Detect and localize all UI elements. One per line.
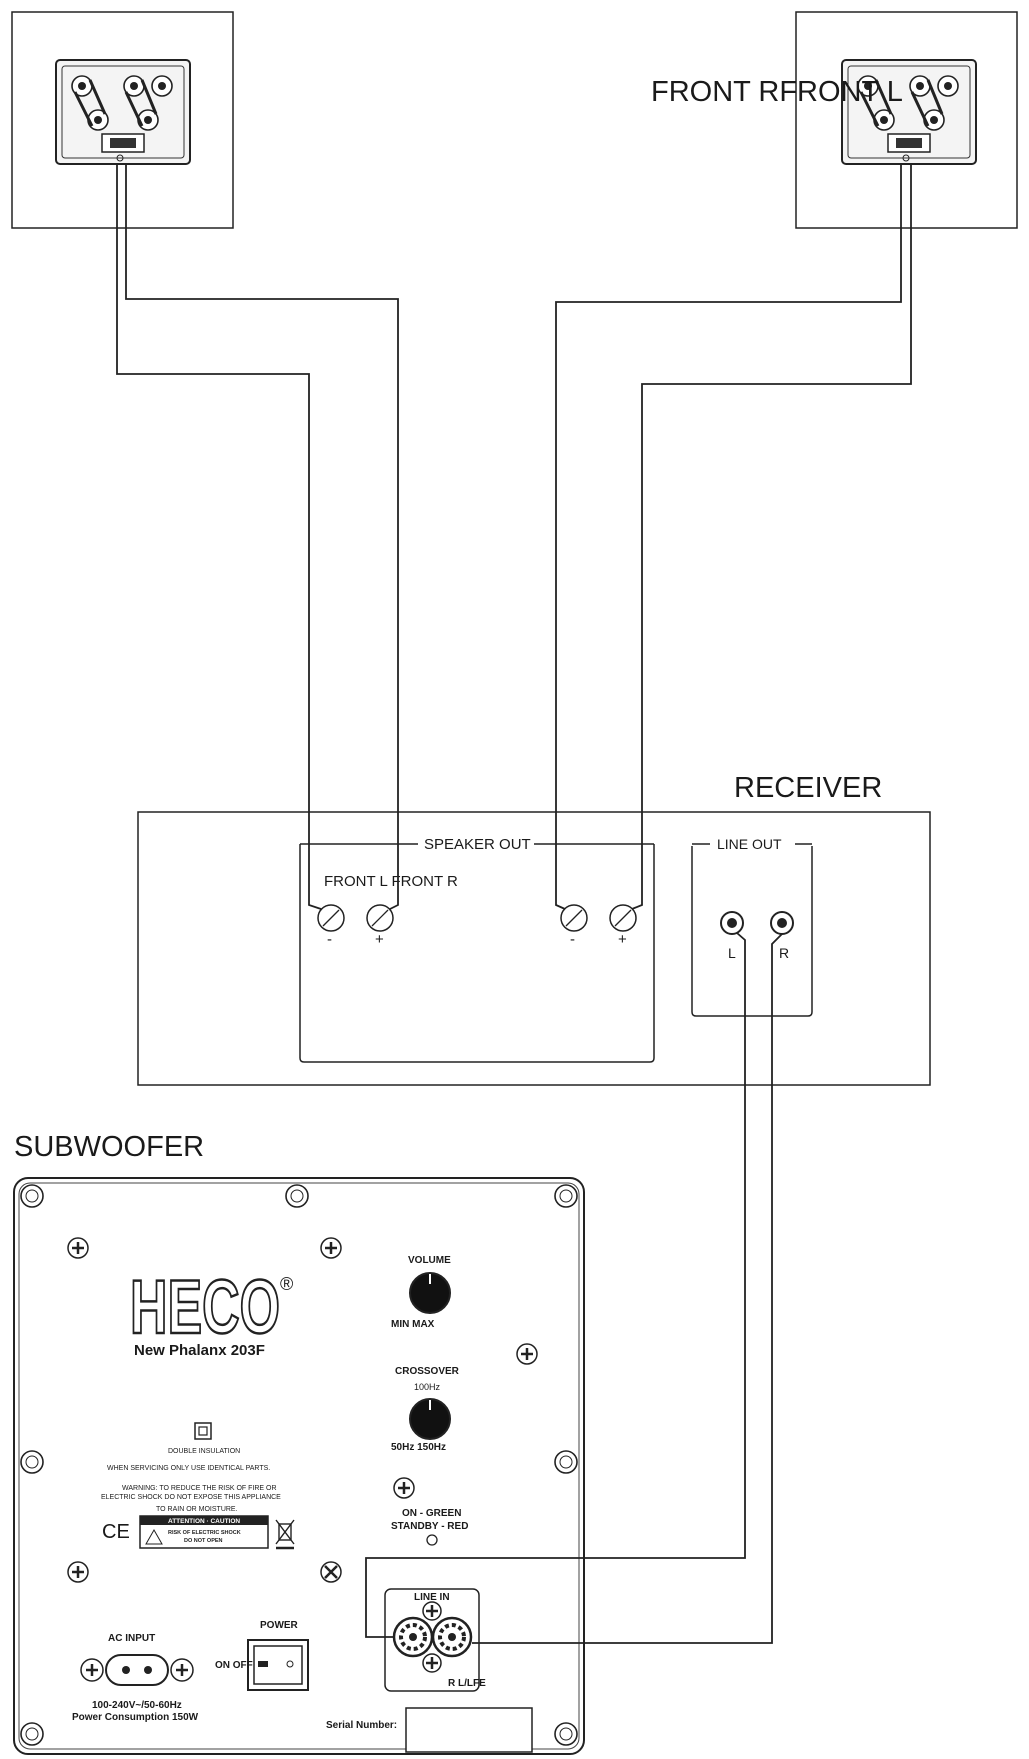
serial-number-label: Serial Number: <box>326 1720 397 1731</box>
voltage-label: 100-240V~/50-60Hz <box>92 1700 182 1711</box>
line-out-r-label: R <box>779 945 789 961</box>
line-in-label: LINE IN <box>414 1592 450 1603</box>
serial-number-box <box>405 1707 533 1753</box>
ac-input-socket[interactable] <box>105 1654 169 1686</box>
crossover-label: CROSSOVER <box>395 1366 460 1377</box>
front-lr-label: FRONT L FRONT R <box>324 873 458 890</box>
on-off-label: ON OFF <box>215 1660 253 1671</box>
led-status-green: ON - GREEN <box>402 1508 461 1519</box>
rl-lfe-label: R L/LFE <box>448 1678 486 1689</box>
warning-text-1: WARNING: TO REDUCE THE RISK OF FIRE OR <box>122 1485 277 1492</box>
volume-knob[interactable] <box>409 1272 451 1314</box>
power-consumption-label: Power Consumption 150W <box>72 1712 199 1723</box>
shock-text-2: DO NOT OPEN <box>184 1538 223 1544</box>
double-insulation-text: DOUBLE INSULATION <box>168 1448 240 1455</box>
terminal-minus-label: - <box>327 931 332 948</box>
receiver-title: RECEIVER <box>734 772 882 804</box>
volume-label: VOLUME <box>408 1255 451 1266</box>
front-r-plus-cable <box>631 164 912 910</box>
double-insulation-icon <box>194 1422 212 1440</box>
front-l-minus-cable <box>116 164 322 910</box>
front-l-plus-cable <box>125 164 399 910</box>
front-speaker-labels: FRONT RFRONT L <box>651 76 903 108</box>
model-name: New Phalanx 203F <box>134 1342 265 1359</box>
panel-bolts <box>20 1184 578 1746</box>
line-out-r-cable <box>472 933 783 1644</box>
left-speaker <box>11 11 234 229</box>
registered-mark: ® <box>280 1274 293 1294</box>
speaker-cables <box>116 164 912 910</box>
volume-range-label: MIN MAX <box>391 1319 435 1330</box>
line-out-label: LINE OUT <box>717 836 782 852</box>
ce-mark: CE <box>102 1521 130 1543</box>
subwoofer-panel: HECO ® New Phalanx 203F VOLUME MIN MAX C… <box>13 1177 585 1755</box>
terminal-minus-label: - <box>570 931 575 948</box>
receiver-panel <box>137 811 931 1086</box>
weee-bin-icon <box>275 1519 295 1550</box>
panel-screws <box>67 1237 538 1583</box>
shock-text-1: RISK OF ELECTRIC SHOCK <box>168 1530 241 1536</box>
warning-text-3: TO RAIN OR MOISTURE. <box>156 1506 238 1513</box>
line-out-l-label: L <box>728 945 736 961</box>
speaker-out-group: SPEAKER OUT FRONT L FRONT R - + - + <box>299 836 655 1063</box>
crossover-range-label: 50Hz 150Hz <box>391 1442 446 1453</box>
terminal-plus-label: + <box>375 931 384 948</box>
subwoofer-title: SUBWOOFER <box>14 1131 204 1163</box>
line-cables <box>365 932 783 1644</box>
warning-text-2: ELECTRIC SHOCK DO NOT EXPOSE THIS APPLIA… <box>101 1494 281 1501</box>
terminal-plus-label: + <box>618 931 627 948</box>
crossover-mid-label: 100Hz <box>414 1382 441 1392</box>
speaker-out-label: SPEAKER OUT <box>424 836 531 853</box>
line-out-l-cable <box>365 932 746 1638</box>
right-speaker <box>795 11 1018 229</box>
line-out-group: LINE OUT L R <box>691 836 813 1017</box>
crossover-knob[interactable] <box>409 1398 451 1440</box>
front-r-minus-cable <box>555 164 902 910</box>
servicing-text: WHEN SERVICING ONLY USE IDENTICAL PARTS. <box>107 1465 270 1472</box>
led-status-red: STANDBY - RED <box>391 1521 468 1532</box>
power-label: POWER <box>260 1620 299 1631</box>
ac-input-label: AC INPUT <box>108 1633 155 1644</box>
heco-logo: HECO <box>130 1265 280 1350</box>
status-led <box>426 1534 438 1546</box>
attention-text: ATTENTION · CAUTION <box>168 1518 240 1525</box>
